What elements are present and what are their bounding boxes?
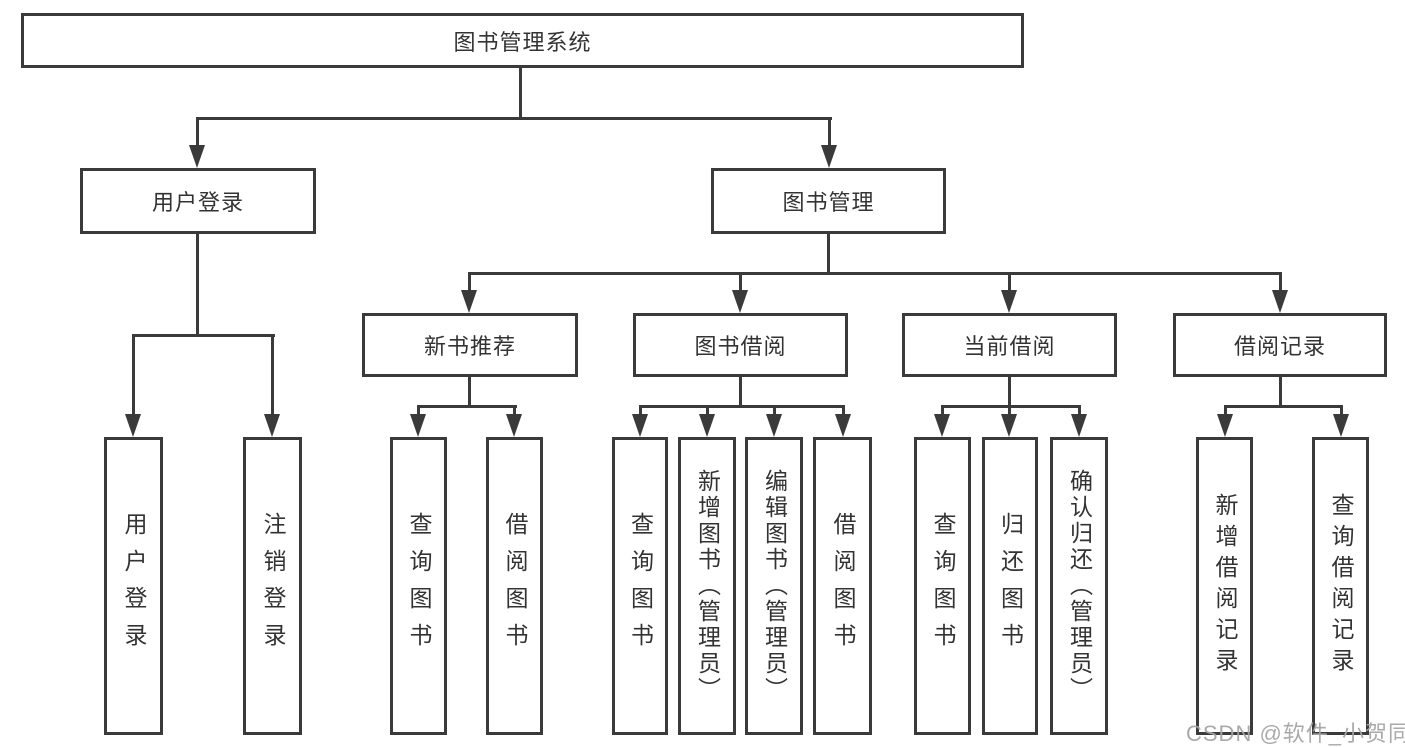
arrowhead-book-management — [821, 145, 837, 168]
arrowhead-leaf-logout — [264, 414, 280, 437]
leaf-borrow-borrow-book: 借阅图书 — [813, 437, 872, 735]
arrowhead-cb-query — [934, 414, 950, 437]
leaf-borrow-query-book: 查询图书 — [612, 437, 668, 735]
node-borrow-records: 借阅记录 — [1173, 313, 1387, 377]
connector-drop-rec-query — [1340, 405, 1343, 417]
node-book-borrow: 图书借阅 — [633, 313, 848, 377]
connector-drop-borrow-records — [1279, 272, 1282, 292]
leaf-current-confirm-return-admin-label: 确认归还（管理员） — [1066, 469, 1093, 703]
leaf-logout: 注销登录 — [243, 437, 302, 735]
node-current-borrow-label: 当前借阅 — [963, 334, 1056, 359]
arrowhead-bb-edit — [766, 414, 782, 437]
connector-drop-rec-add — [1224, 405, 1227, 417]
connector-drop-cb-query — [941, 405, 944, 417]
connector-drop-bb-query — [639, 405, 642, 417]
connector-drop-leaf-login — [132, 334, 135, 418]
leaf-current-confirm-return-admin: 确认归还（管理员） — [1050, 437, 1108, 735]
node-user-login-label: 用户登录 — [151, 190, 244, 215]
connector-drop-bb-borrow — [842, 405, 845, 417]
connector-drop-current-borrow — [1008, 272, 1011, 292]
leaf-user-login: 用户登录 — [104, 437, 163, 735]
leaf-borrow-edit-book-admin-label: 编辑图书（管理员） — [761, 469, 788, 703]
connector-book-borrow-stem — [739, 377, 742, 408]
arrowhead-nb-borrow — [506, 414, 522, 437]
leaf-records-add-record: 新增借阅记录 — [1196, 437, 1253, 735]
connector-drop-cb-confirm — [1078, 405, 1081, 417]
connector-drop-new-book — [468, 272, 471, 292]
connector-drop-leaf-logout — [271, 334, 274, 418]
leaf-logout-label: 注销登录 — [260, 512, 286, 660]
leaf-newbook-query-book-label: 查询图书 — [406, 512, 432, 660]
node-book-management: 图书管理 — [711, 168, 946, 234]
leaf-borrow-query-book-label: 查询图书 — [627, 512, 654, 660]
connector-drop-book-borrow — [739, 272, 742, 292]
leaf-user-login-label: 用户登录 — [121, 512, 147, 660]
node-current-borrow: 当前借阅 — [902, 313, 1117, 377]
connector-drop-nb-query — [417, 405, 420, 417]
connector-split-book-borrow — [639, 405, 845, 408]
arrowhead-bb-query — [632, 414, 648, 437]
arrowhead-bb-borrow — [835, 414, 851, 437]
connector-drop-user-login — [196, 117, 199, 149]
leaf-current-return-book: 归还图书 — [982, 437, 1038, 735]
connector-user-login-stem — [196, 234, 199, 337]
leaf-current-return-book-label: 归还图书 — [997, 512, 1024, 660]
arrowhead-current-borrow — [1001, 290, 1017, 313]
node-book-management-label: 图书管理 — [782, 190, 875, 215]
node-new-book-recommend-label: 新书推荐 — [423, 334, 516, 359]
node-root-label: 图书管理系统 — [453, 29, 592, 55]
leaf-records-query-record: 查询借阅记录 — [1312, 437, 1369, 735]
arrowhead-nb-query — [410, 414, 426, 437]
node-new-book-recommend: 新书推荐 — [362, 313, 578, 377]
leaf-borrow-add-book-admin: 新增图书（管理员） — [678, 437, 736, 735]
node-book-borrow-label: 图书借阅 — [694, 334, 787, 359]
node-root: 图书管理系统 — [21, 13, 1024, 68]
connector-book-management-stem — [827, 234, 830, 275]
node-borrow-records-label: 借阅记录 — [1233, 334, 1326, 359]
connector-root-stem — [519, 68, 522, 118]
arrowhead-bb-add — [699, 414, 715, 437]
connector-drop-cb-return — [1008, 405, 1011, 417]
arrowhead-borrow-records — [1272, 290, 1288, 313]
arrowhead-user-login — [189, 145, 205, 168]
leaf-newbook-query-book: 查询图书 — [390, 437, 447, 735]
leaf-records-query-record-label: 查询借阅记录 — [1328, 493, 1354, 679]
leaf-borrow-borrow-book-label: 借阅图书 — [830, 512, 856, 660]
connector-split-records — [1224, 405, 1343, 408]
leaf-newbook-borrow-book-label: 借阅图书 — [502, 512, 528, 660]
leaf-borrow-add-book-admin-label: 新增图书（管理员） — [694, 469, 721, 703]
connector-drop-nb-borrow — [513, 405, 516, 417]
connector-records-stem — [1279, 377, 1282, 408]
arrowhead-cb-confirm — [1071, 414, 1087, 437]
connector-split-level3 — [468, 272, 1282, 275]
connector-split-new-book — [417, 405, 517, 408]
connector-split-current — [941, 405, 1081, 408]
arrowhead-rec-add — [1217, 414, 1233, 437]
leaf-current-query-book: 查询图书 — [914, 437, 971, 735]
leaf-newbook-borrow-book: 借阅图书 — [486, 437, 543, 735]
connector-drop-bb-add — [706, 405, 709, 417]
csdn-watermark: CSDN @软件_小贺同学 — [1186, 721, 1405, 746]
leaf-borrow-edit-book-admin: 编辑图书（管理员） — [745, 437, 803, 735]
connector-split-user-login — [132, 334, 275, 337]
connector-new-book-stem — [468, 377, 471, 408]
arrowhead-book-borrow — [732, 290, 748, 313]
connector-current-stem — [1008, 377, 1011, 408]
connector-split-level2 — [196, 117, 832, 120]
arrowhead-leaf-login — [125, 414, 141, 437]
arrowhead-rec-query — [1333, 414, 1349, 437]
arrowhead-new-book — [461, 290, 477, 313]
leaf-records-add-record-label: 新增借阅记录 — [1212, 493, 1238, 679]
connector-drop-bb-edit — [773, 405, 776, 417]
connector-drop-book-management — [828, 117, 831, 149]
leaf-current-query-book-label: 查询图书 — [930, 512, 956, 660]
node-user-login: 用户登录 — [80, 168, 316, 234]
arrowhead-cb-return — [1001, 414, 1017, 437]
